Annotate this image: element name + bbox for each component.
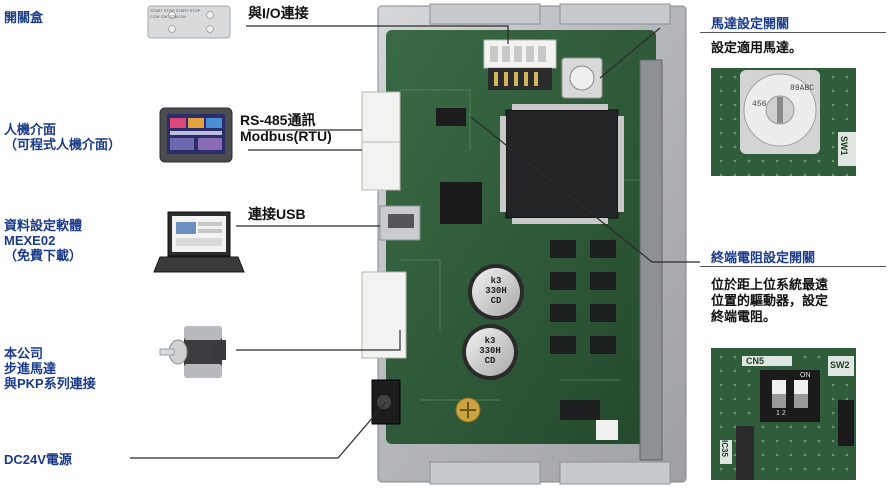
inductor-text: k3 <box>490 276 502 286</box>
usb-connection-label: 連接USB <box>248 206 306 222</box>
inductor-text: 330H <box>479 346 501 356</box>
driver-board-image <box>361 3 687 485</box>
rs485-label-line: Modbus(RTU) <box>240 128 332 144</box>
cn5-zoom-label: CN5 <box>746 356 765 366</box>
inductor-text: 330H <box>485 286 507 296</box>
sw2-zoom-label: SW2 <box>830 360 850 370</box>
hmi-label: 人機介面 （可程式人機介面） <box>4 122 121 152</box>
dial-digit: B <box>804 84 810 93</box>
rs485-connection-label: RS-485通訊 Modbus(RTU) <box>240 112 332 144</box>
rs485-label-line: RS-485通訊 <box>240 112 316 128</box>
terminator-desc-line: 終端電阻。 <box>711 309 777 324</box>
motor-leader <box>236 330 401 351</box>
software-label-line: （免費下載） <box>4 248 83 263</box>
panel-text: CW <box>160 14 168 19</box>
dip-position-label: 1 2 <box>776 410 786 417</box>
leader-lines <box>130 25 700 459</box>
motor-switch-rule <box>700 32 886 33</box>
terminator-switch-desc: 位於距上位系統最遠 位置的驅動器，設定 終端電阻。 <box>711 277 828 325</box>
inductor-1-marking: k3 330H CD <box>482 276 510 306</box>
panel-text: CCW <box>150 14 160 19</box>
software-label: 資料設定軟體 MEXE02 （免費下載） <box>4 218 82 263</box>
switch-box-image <box>147 5 231 39</box>
software-label-line: MEXE02 <box>4 233 56 248</box>
motor-label-line: 與PKP系列連接 <box>4 376 96 391</box>
terminator-leader <box>470 116 700 263</box>
dial-digit: C <box>809 84 815 93</box>
dial-digit: 5 <box>756 100 762 109</box>
hmi-label-line: （可程式人機介面） <box>4 137 122 152</box>
dial-digit: 4 <box>752 100 757 109</box>
switch-box-panel-text: START STOP START STOP CCW CW CCW CW <box>150 8 230 20</box>
rotary-switch-zoom <box>711 68 856 176</box>
laptop-image <box>153 211 245 273</box>
terminator-switch-rule <box>700 266 886 267</box>
motor-label-line: 步進馬達 <box>4 361 57 376</box>
dial-digit: 6 <box>761 100 767 109</box>
panel-text: START <box>175 8 189 13</box>
panel-text: STOP <box>163 8 175 13</box>
stepper-motor-image <box>159 326 226 378</box>
inductor-text: CD <box>484 356 496 366</box>
power-leader <box>130 401 387 459</box>
terminator-desc-line: 位於距上位系統最遠 <box>711 277 829 292</box>
panel-text: CCW <box>168 14 179 19</box>
inductor-2-marking: k3 330H CD <box>476 336 504 366</box>
motor-label: 本公司 步進馬達 與PKP系列連接 <box>4 346 96 391</box>
ic35-zoom-label: IC35 <box>720 440 729 457</box>
software-label-line: 資料設定軟體 <box>4 218 83 233</box>
switch-box-label-line: 開關盒 <box>4 10 44 25</box>
power-label-line: DC24V電源 <box>4 452 72 467</box>
inductor-text: CD <box>490 296 502 306</box>
panel-text: STOP <box>189 8 201 13</box>
io-leader <box>246 25 509 44</box>
terminator-switch-title: 終端電阻設定開關 <box>711 250 816 265</box>
dip-on-label: ON <box>800 372 811 379</box>
motor-label-line: 本公司 <box>4 346 44 361</box>
rotary-dial-digits: 456 <box>752 100 766 109</box>
motor-switch-title: 馬達設定開關 <box>711 16 790 31</box>
hmi-label-line: 人機介面 <box>4 122 57 137</box>
inductor-text: k3 <box>484 336 496 346</box>
terminator-desc-line: 位置的驅動器，設定 <box>711 293 829 308</box>
rotary-dial-digits-2: 89ABC <box>790 84 814 93</box>
dial-digit: A <box>799 84 805 93</box>
switch-box-label: 開關盒 <box>4 10 43 25</box>
dip-switch-zoom <box>711 348 856 480</box>
panel-text: START <box>150 8 163 13</box>
motor-switch-leader <box>599 27 661 79</box>
dial-digit: 9 <box>794 84 800 93</box>
io-connection-label: 與I/O連接 <box>248 5 309 21</box>
panel-text: CW <box>179 14 186 19</box>
sw1-zoom-label: SW1 <box>839 136 849 156</box>
power-label: DC24V電源 <box>4 452 72 467</box>
dial-digit: 8 <box>790 84 795 93</box>
motor-switch-desc: 設定適用馬達。 <box>711 40 803 55</box>
hmi-image <box>159 107 233 163</box>
